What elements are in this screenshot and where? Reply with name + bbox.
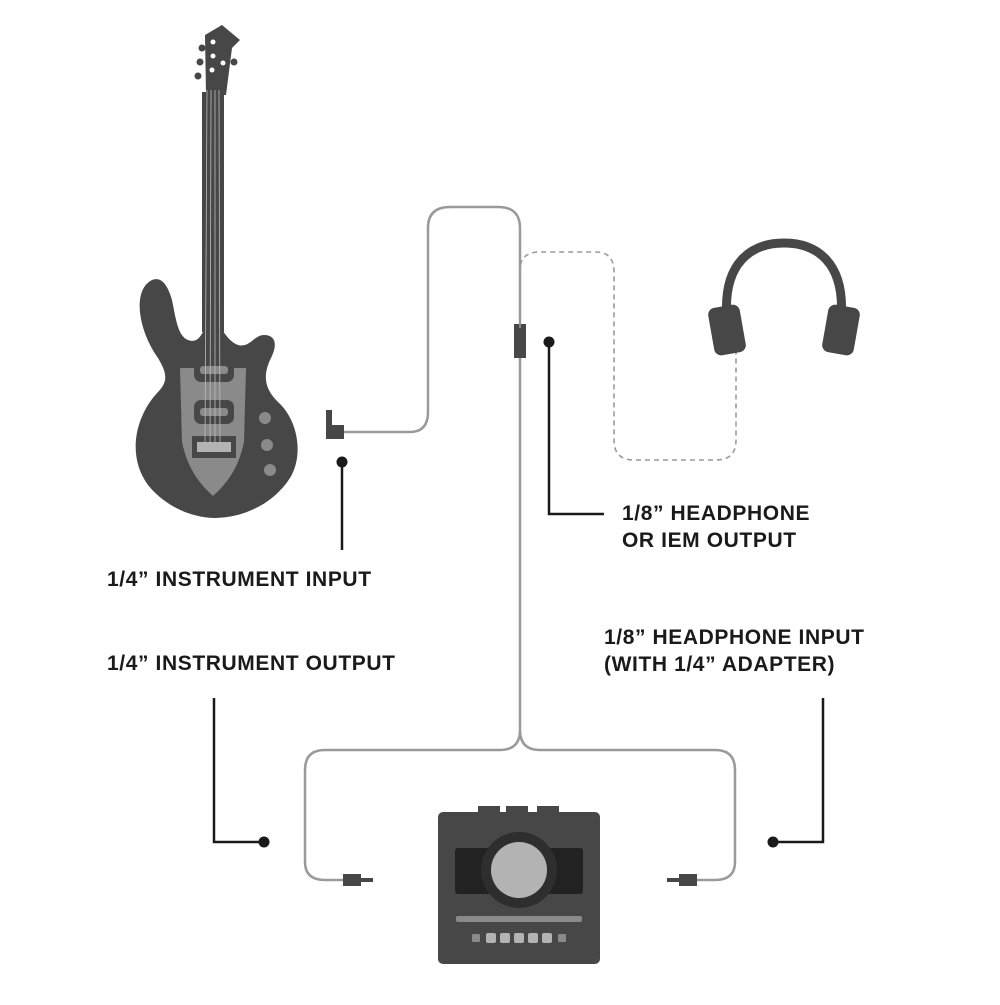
instrument-cable (303, 205, 737, 882)
left-plug-icon (343, 874, 373, 886)
headphone-output-label-line1: 1/8” HEADPHONE (622, 502, 811, 525)
headphones-icon (708, 238, 860, 356)
audio-interface-icon (438, 806, 600, 964)
leader-instrument-output (212, 698, 270, 848)
headphone-output-label-line2: OR IEM OUTPUT (622, 529, 797, 552)
instrument-output-label: 1/4” INSTRUMENT OUTPUT (107, 652, 396, 675)
headphone-input-label-line2: (WITH 1/4” ADAPTER) (604, 653, 836, 676)
leader-headphone-input (767, 698, 825, 848)
headphone-input-label: 1/8” HEADPHONE INPUT (WITH 1/4” ADAPTER) (604, 624, 865, 678)
leader-instrument-input (336, 456, 348, 550)
headphone-cable-dashed (519, 251, 737, 461)
leader-headphone-output (543, 336, 604, 516)
instrument-input-label: 1/4” INSTRUMENT INPUT (107, 568, 372, 591)
guitar-icon (135, 25, 298, 518)
right-angle-plug-icon (326, 410, 344, 439)
right-plug-icon (667, 874, 697, 886)
headphone-input-label-line1: 1/8” HEADPHONE INPUT (604, 626, 865, 649)
splitter-jack-icon (514, 324, 526, 358)
headphone-output-label: 1/8” HEADPHONE OR IEM OUTPUT (622, 500, 810, 554)
